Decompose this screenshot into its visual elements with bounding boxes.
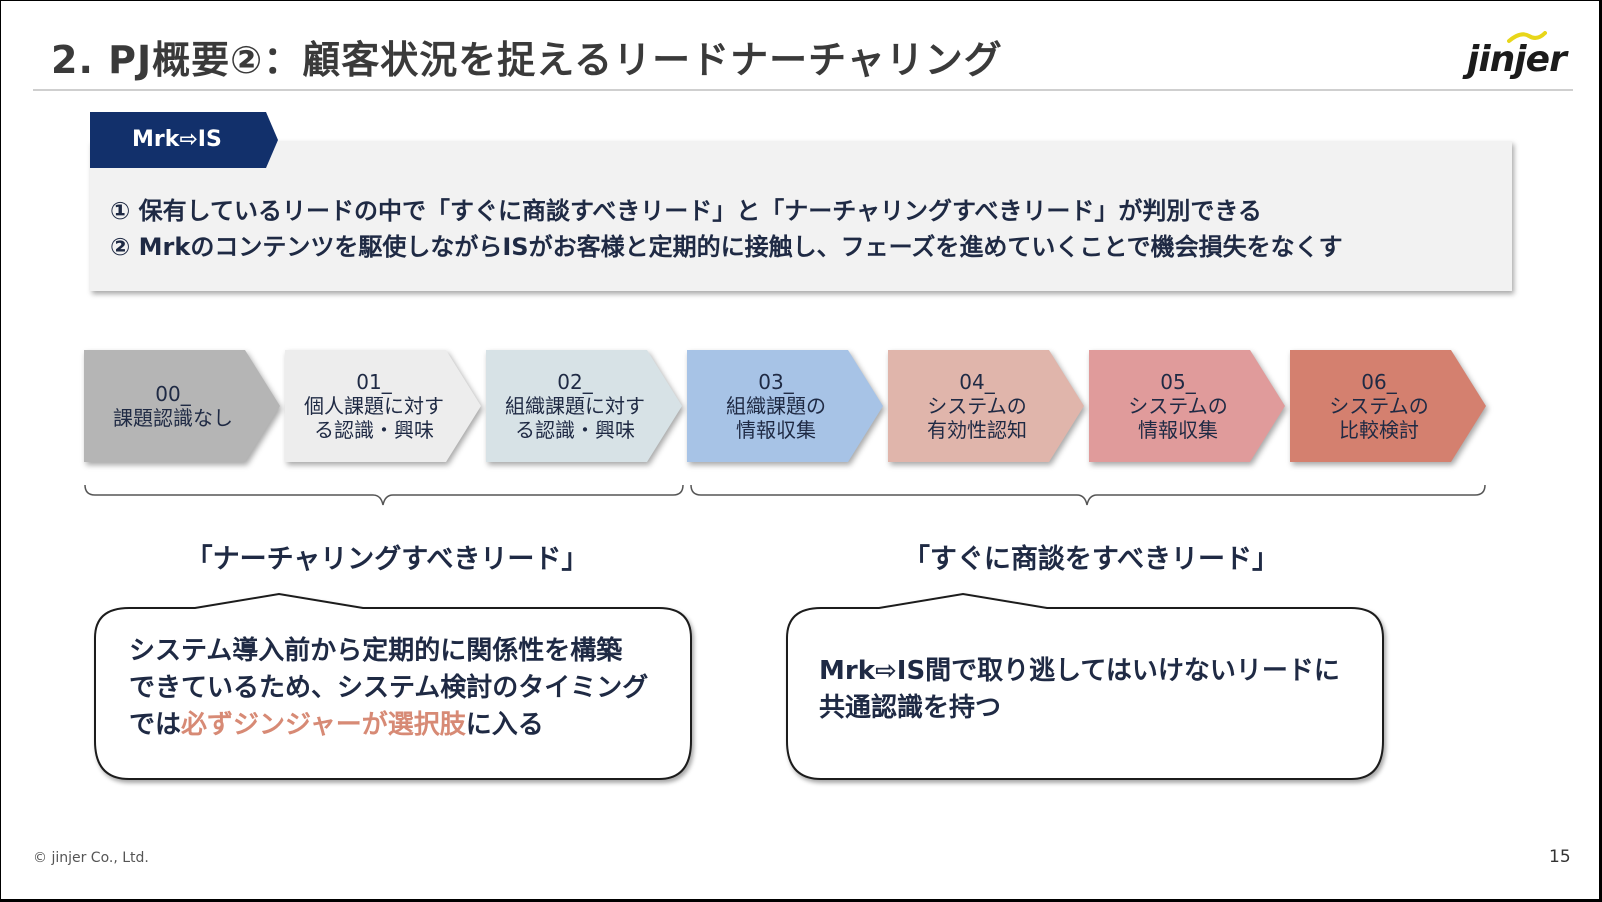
brace-sales [690, 484, 1486, 506]
nurture-lead-label: 「ナーチャリングすべきリード」 [185, 544, 589, 575]
nurture-bubble-line-1: システム導入前から定期的に関係性を構築 [129, 636, 623, 666]
stage-02: 02_ 組織課題に対す る認識・興味 [486, 350, 682, 462]
stage-05: 05_ システムの 情報収集 [1089, 350, 1285, 462]
stage-shape [1290, 350, 1486, 462]
jinjer-logo: jinjer [1467, 31, 1577, 85]
sales-bubble-line-2: 共通認識を持つ [819, 693, 1002, 723]
summary-line-1: ① 保有しているリードの中で「すぐに商談すべきリード」と「ナーチャリングすべきリ… [110, 197, 1262, 225]
summary-line-2: ② Mrkのコンテンツを駆使しながらISがお客様と定期的に接触し、フェーズを進め… [110, 233, 1343, 261]
title-divider [33, 89, 1573, 91]
logo-text: jinjer [1467, 39, 1567, 80]
stage-00: 00_ 課題認識なし [84, 350, 280, 462]
stage-number: 04_ [959, 370, 995, 394]
sales-bubble-line-1: Mrk⇨IS間で取り逃してはいけないリードに [819, 656, 1340, 686]
stage-line1: システムの [1128, 394, 1228, 418]
brace-nurture [84, 484, 684, 506]
stage-number: 03_ [758, 370, 794, 394]
stage-line2: 情報収集 [1138, 418, 1218, 442]
stage-06: 06_ システムの 比較検討 [1290, 350, 1486, 462]
summary-tag: Mrk⇨IS [90, 112, 278, 168]
stage-line1: 組織課題に対す [505, 394, 645, 418]
stage-shape [285, 350, 481, 462]
copyright: © jinjer Co., Ltd. [33, 850, 149, 866]
stage-line1: 組織課題の [726, 394, 826, 418]
stage-line2: 有効性認知 [927, 418, 1027, 442]
stage-text: 05_ システムの 情報収集 [1095, 350, 1261, 462]
stage-text: 01_ 個人課題に対す る認識・興味 [291, 350, 457, 462]
sales-lead-label: 「すぐに商談をすべきリード」 [902, 544, 1280, 575]
stage-text: 06_ システムの 比較検討 [1296, 350, 1462, 462]
sales-bubble [786, 592, 1384, 780]
nurture-bubble-text: システム導入前から定期的に関係性を構築 できているため、システム検討のタイミング… [129, 633, 648, 744]
sales-bubble-text: Mrk⇨IS間で取り逃してはいけないリードに 共通認識を持つ [819, 653, 1340, 727]
stage-shape [486, 350, 682, 462]
stage-number: 00_ [155, 382, 191, 406]
page-title: 2. PJ概要②：顧客状況を捉えるリードナーチャリング [51, 38, 1003, 82]
stage-03: 03_ 組織課題の 情報収集 [687, 350, 883, 462]
stage-line1: 個人課題に対す [304, 394, 444, 418]
stage-text: 04_ システムの 有効性認知 [894, 350, 1060, 462]
stage-shape [687, 350, 883, 462]
stage-shape [84, 350, 280, 462]
nurture-bubble-highlight: 必ずジンジャーが選択肢 [181, 710, 466, 740]
stage-number: 01_ [356, 370, 392, 394]
stage-line2: る認識・興味 [314, 418, 434, 442]
stage-01: 01_ 個人課題に対す る認識・興味 [285, 350, 481, 462]
page-number: 15 [1549, 847, 1571, 867]
stage-line1: システムの [1329, 394, 1429, 418]
stage-line1: 課題認識なし [113, 406, 233, 430]
logo-swoosh-icon [1507, 31, 1547, 43]
nurture-bubble-suffix: に入る [465, 710, 544, 740]
stage-line1: システムの [927, 394, 1027, 418]
stage-text: 03_ 組織課題の 情報収集 [693, 350, 859, 462]
stage-text: 00_ 課題認識なし [90, 350, 256, 462]
stage-number: 02_ [557, 370, 593, 394]
summary-box: ① 保有しているリードの中で「すぐに商談すべきリード」と「ナーチャリングすべきリ… [90, 141, 1512, 291]
stage-number: 06_ [1361, 370, 1397, 394]
nurture-bubble [94, 592, 692, 780]
stage-line2: 比較検討 [1339, 418, 1419, 442]
stage-04: 04_ システムの 有効性認知 [888, 350, 1084, 462]
stage-shape [1089, 350, 1285, 462]
stage-line2: 情報収集 [736, 418, 816, 442]
nurture-bubble-line-2: できているため、システム検討のタイミング [129, 673, 649, 703]
nurture-bubble-prefix: では [129, 710, 182, 740]
stage-text: 02_ 組織課題に対す る認識・興味 [492, 350, 658, 462]
stage-line2: る認識・興味 [515, 418, 635, 442]
stage-number: 05_ [1160, 370, 1196, 394]
stage-shape [888, 350, 1084, 462]
nurture-bubble-line-3: では必ずジンジャーが選択肢に入る [129, 707, 648, 744]
